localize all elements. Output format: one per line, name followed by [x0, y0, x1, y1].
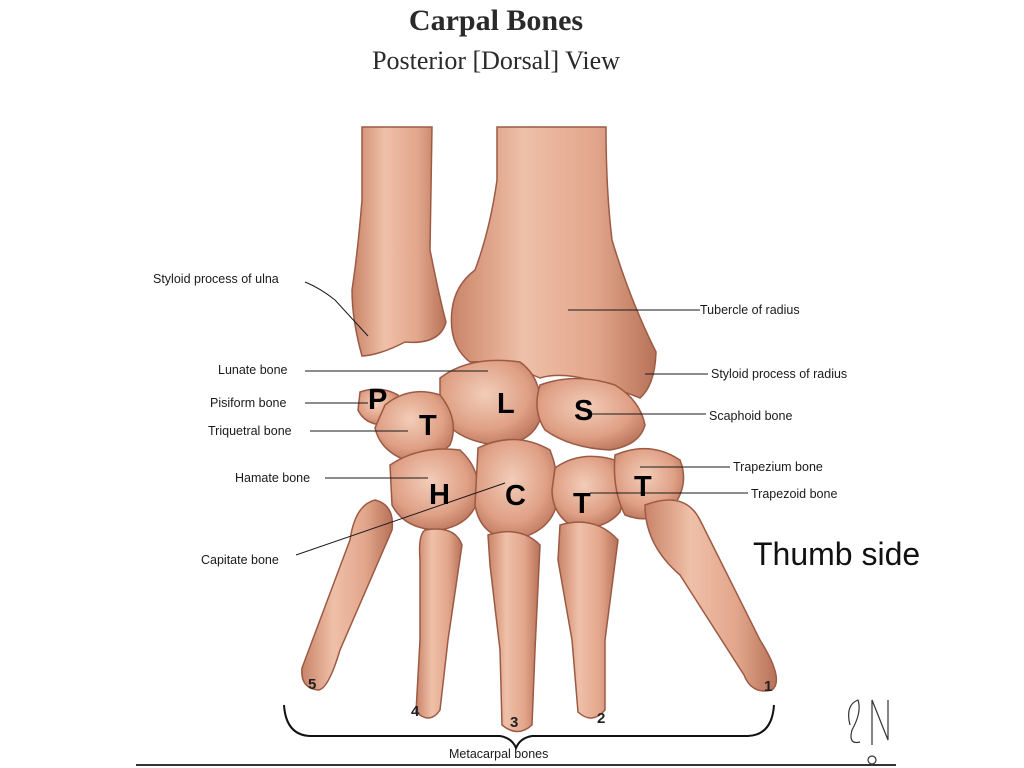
label-pisiform: Pisiform bone [210, 396, 287, 410]
leader-styloid-ulna [304, 281, 369, 337]
ulna-bone [351, 126, 447, 357]
page-title: Carpal Bones [408, 4, 584, 37]
artist-signature [848, 699, 889, 765]
metacarpal-1 [644, 499, 778, 692]
metacarpal-4 [415, 528, 463, 719]
label-hamate: Hamate bone [235, 471, 311, 485]
capitate-shape [474, 438, 559, 541]
leader-lines [295, 281, 748, 556]
metacarpal-number-1: 1 [764, 678, 773, 695]
letter-scaphoid: S [574, 395, 594, 427]
metacarpal-number-4: 4 [411, 703, 420, 720]
letter-lunate: L [497, 388, 515, 420]
trapezoid-shape [551, 455, 624, 529]
label-metacarpal-bones: Metacarpal bones [449, 747, 549, 761]
scaphoid-shape [536, 377, 646, 451]
metacarpal-number-5: 5 [308, 676, 317, 693]
label-triquetral: Triquetral bone [208, 424, 292, 438]
label-trapezoid: Trapezoid bone [751, 487, 838, 501]
metacarpal-2 [557, 521, 619, 719]
metacarpal-5 [301, 499, 394, 691]
metacarpal-number-3: 3 [510, 714, 519, 731]
letter-hamate: H [429, 479, 450, 511]
lunate-shape [439, 359, 542, 446]
label-capitate: Capitate bone [201, 553, 279, 567]
triquetral-shape [374, 390, 455, 462]
label-styloid-radius: Styloid process of radius [711, 367, 848, 381]
label-tubercle-radius: Tubercle of radius [700, 303, 800, 317]
letter-trapezium: T [634, 471, 652, 503]
metacarpal-3 [487, 530, 541, 733]
letter-pisiform: P [368, 384, 388, 416]
letter-capitate: C [505, 480, 526, 512]
leader-capitate [295, 482, 506, 556]
label-lunate: Lunate bone [218, 363, 288, 377]
radius-bone [450, 126, 657, 399]
thumb-side-label: Thumb side [753, 536, 921, 572]
page-subtitle: Posterior [Dorsal] View [372, 46, 620, 75]
bottom-rule [136, 764, 896, 766]
label-trapezium: Trapezium bone [733, 460, 823, 474]
letter-triquetral: T [419, 410, 437, 442]
metacarpal-number-2: 2 [597, 710, 606, 727]
letter-trapezoid: T [573, 488, 591, 520]
metacarpal-bracket [283, 704, 775, 751]
label-styloid-ulna: Styloid process of ulna [153, 272, 279, 286]
label-scaphoid: Scaphoid bone [709, 409, 793, 423]
